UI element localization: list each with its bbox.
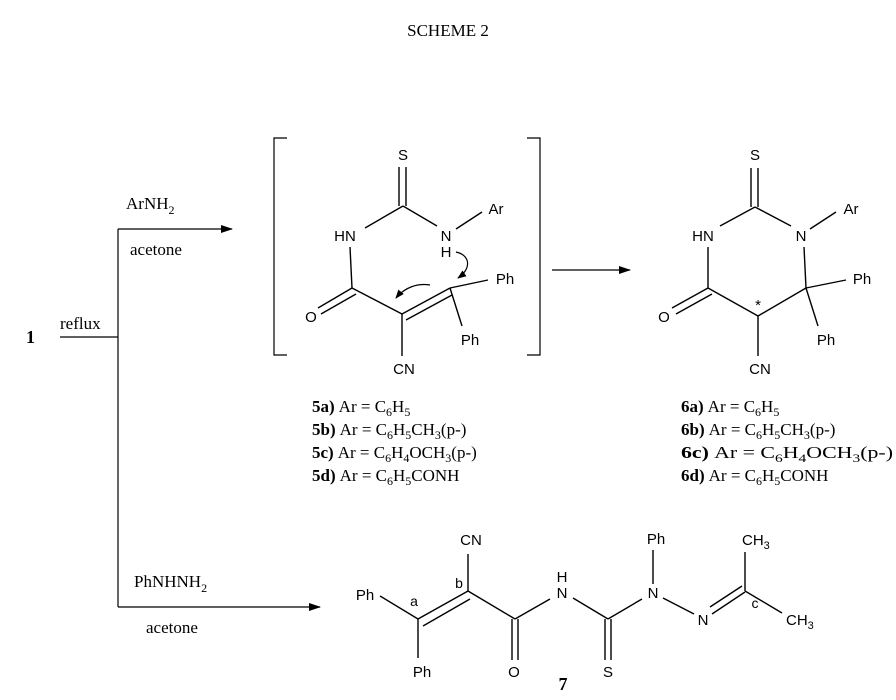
int-CN: CN — [393, 361, 415, 378]
c7-CH3-top: CH3 — [742, 532, 770, 552]
int-O: O — [305, 309, 317, 326]
int-HN: HN — [334, 228, 356, 245]
compound-7-structure: Ph a Ph b CN O H N S N Ph N — [356, 531, 814, 681]
c7-H: H — [557, 569, 568, 586]
c7-S: S — [603, 664, 613, 681]
electron-arrow-1 — [455, 251, 469, 279]
int-S: S — [398, 147, 408, 164]
c7-label-a: a — [410, 593, 418, 609]
p6-Ph1: Ph — [853, 271, 871, 288]
list6-item-b: 6b)Ar = C6H5CH3(p-) — [681, 420, 835, 442]
c7-label-c: c — [752, 595, 759, 611]
c7-N-amide: N — [557, 585, 568, 602]
c7-Ph-top: Ph — [647, 531, 665, 548]
left-bracket — [273, 137, 287, 356]
intermediate-5-structure: S HN N H Ar O CN Ph Ph — [273, 137, 541, 378]
compound-5-list: 5a)Ar = C6H5 5b)Ar = C6H5CH3(p-) 5c)Ar =… — [312, 397, 477, 488]
p6-Ar: Ar — [844, 201, 859, 218]
lower-solvent: acetone — [146, 618, 198, 637]
p6-S: S — [750, 147, 760, 164]
compound-1-label: 1 — [26, 327, 35, 347]
right-bracket — [527, 137, 541, 356]
c7-CH3-right: CH3 — [786, 612, 814, 632]
compound-7-label: 7 — [559, 674, 568, 694]
c7-N1: N — [648, 585, 659, 602]
int-Ph1: Ph — [496, 271, 514, 288]
p6-CN: CN — [749, 361, 771, 378]
p6-O: O — [658, 309, 670, 326]
c7-Ph-left: Ph — [356, 587, 374, 604]
list6-item-d: 6d)Ar = C6H5CONH — [681, 466, 828, 488]
upper-reagent: ArNH2 — [126, 194, 175, 217]
p6-stereocenter: * — [755, 297, 761, 314]
list6-item-a: 6a)Ar = C6H5 — [681, 397, 779, 419]
scheme-title: SCHEME 2 — [407, 21, 489, 40]
int-N: N — [441, 228, 452, 245]
reflux-condition: reflux — [60, 314, 101, 333]
p6-N: N — [796, 228, 807, 245]
compound-6-list: 6a)Ar = C6H5 6b)Ar = C6H5CH3(p-) 6c)Ar =… — [681, 397, 893, 488]
p6-HN: HN — [692, 228, 714, 245]
c7-label-b: b — [455, 575, 463, 591]
c7-Ph-bottom: Ph — [413, 664, 431, 681]
int-Ar: Ar — [489, 201, 504, 218]
lower-reagent: PhNHNH2 — [134, 572, 207, 595]
int-Ph2: Ph — [461, 332, 479, 349]
c7-O: O — [508, 664, 520, 681]
p6-Ph2: Ph — [817, 332, 835, 349]
int-H: H — [441, 244, 452, 261]
list5-item-c: 5c)Ar = C6H4OCH3(p-) — [312, 443, 477, 465]
upper-solvent: acetone — [130, 240, 182, 259]
electron-arrow-2 — [395, 283, 431, 299]
product-6-structure: S HN N Ar O * CN Ph Ph — [658, 147, 871, 378]
c7-N2: N — [698, 612, 709, 629]
list5-item-b: 5b)Ar = C6H5CH3(p-) — [312, 420, 466, 442]
c7-CN: CN — [460, 532, 482, 549]
list5-item-a: 5a)Ar = C6H5 — [312, 397, 410, 419]
list5-item-d: 5d)Ar = C6H5CONH — [312, 466, 459, 488]
